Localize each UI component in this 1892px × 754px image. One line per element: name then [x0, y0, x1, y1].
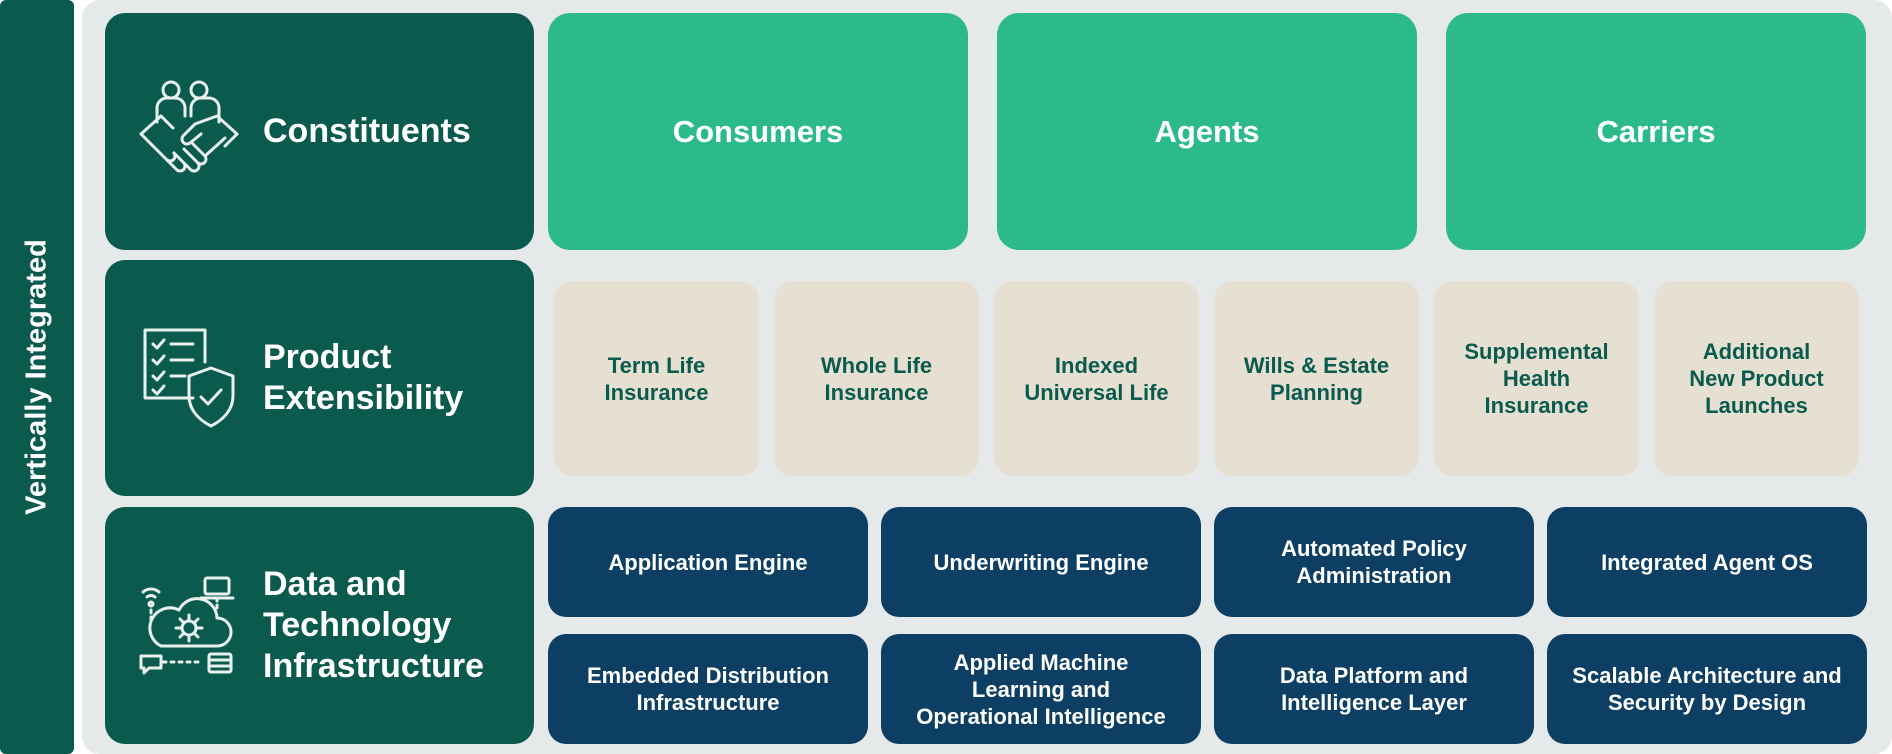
- row-header-data-technology-infrastructure: Data and Technology Infrastructure: [105, 507, 534, 744]
- card-whole-life-insurance: Whole Life Insurance: [774, 281, 979, 476]
- card-embedded-distribution-infrastructure: Embedded Distribution Infrastructure: [548, 634, 868, 744]
- card-automated-policy-administration: Automated Policy Administration: [1214, 507, 1534, 617]
- vertical-integrated-bar: Vertically Integrated: [0, 0, 74, 754]
- card-underwriting-engine: Underwriting Engine: [881, 507, 1201, 617]
- card-integrated-agent-os: Integrated Agent OS: [1547, 507, 1867, 617]
- card-term-life-insurance: Term Life Insurance: [554, 281, 759, 476]
- card-consumers: Consumers: [548, 13, 968, 250]
- card-carriers: Carriers: [1446, 13, 1866, 250]
- row-header-constituents: Constituents: [105, 13, 534, 250]
- cloud-gear-network-icon: [139, 576, 235, 674]
- card-additional-new-product-launches: Additional New Product Launches: [1654, 281, 1859, 476]
- card-applied-machine-learning: Applied Machine Learning and Operational…: [881, 634, 1201, 744]
- checklist-shield-icon: [143, 328, 235, 428]
- card-data-platform-intelligence-layer: Data Platform and Intelligence Layer: [1214, 634, 1534, 744]
- card-agents: Agents: [997, 13, 1417, 250]
- card-application-engine: Application Engine: [548, 507, 868, 617]
- card-scalable-architecture-security: Scalable Architecture and Security by De…: [1547, 634, 1867, 744]
- card-wills-estate-planning: Wills & Estate Planning: [1214, 281, 1419, 476]
- row-title-product-extensibility: Product Extensibility: [263, 338, 464, 417]
- handshake-people-icon: [139, 80, 239, 172]
- card-supplemental-health-insurance: Supplemental Health Insurance: [1434, 281, 1639, 476]
- row-title-constituents: Constituents: [263, 112, 471, 150]
- card-indexed-universal-life: Indexed Universal Life: [994, 281, 1199, 476]
- vertical-integrated-label: Vertically Integrated: [20, 239, 53, 515]
- row-title-data-technology-infrastructure: Data and Technology Infrastructure: [263, 565, 485, 685]
- row-header-product-extensibility: Product Extensibility: [105, 260, 534, 496]
